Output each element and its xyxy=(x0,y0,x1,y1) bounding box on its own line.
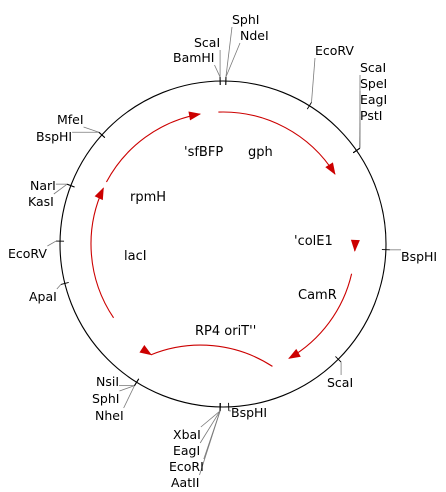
feature-arc-rp4-orit xyxy=(150,344,273,367)
site-label-nsii: NsiI xyxy=(96,374,119,389)
feature-arcs xyxy=(90,111,360,367)
feature-arc-unlabeled xyxy=(105,113,201,183)
restriction-site-labels: SphI NdeI ScaI BamHI EcoRV ScaI SpeI Eag… xyxy=(8,12,437,490)
site-label-nari: NarI xyxy=(30,178,56,193)
site-label-ecorv-right: EcoRV xyxy=(315,43,354,58)
site-leader-aatii-15 xyxy=(199,410,221,476)
site-label-scai-bottom: ScaI xyxy=(327,375,353,390)
site-label-sphi-top: SphI xyxy=(232,12,259,27)
site-leader-eagi-13 xyxy=(199,410,221,444)
feature-label-gph: gph xyxy=(248,145,273,160)
feature-arrowhead-cole1 xyxy=(350,239,360,252)
site-leader-kasi-22 xyxy=(53,183,68,195)
feature-arc-camr xyxy=(288,273,353,359)
site-leader-ecorv-4 xyxy=(311,57,316,103)
site-leader-sphi-17 xyxy=(119,385,135,392)
site-tick-bsphi-24 xyxy=(98,131,106,138)
feature-arrowhead-unlabeled xyxy=(188,111,202,121)
site-label-ecorv-left: EcoRV xyxy=(8,246,47,261)
site-leader-xbai-12 xyxy=(200,410,221,428)
site-leader-ndei-1 xyxy=(225,42,241,78)
site-label-spei: SpeI xyxy=(360,76,387,91)
feature-arc-laci xyxy=(90,187,115,319)
site-label-ecori: EcoRI xyxy=(169,459,204,474)
site-label-bamhi: BamHI xyxy=(173,50,215,65)
site-label-bsphi-bottom: BspHI xyxy=(231,405,267,420)
feature-label-rp4-orit: RP4 oriT'' xyxy=(195,324,256,339)
site-label-apai: ApaI xyxy=(29,289,57,304)
feature-label-laci: lacI xyxy=(124,249,147,264)
feature-label-sfbfp: 'sfBFP xyxy=(184,145,223,160)
plasmid-backbone-circle xyxy=(59,80,387,408)
feature-label-rpmh: rpmH xyxy=(130,190,166,205)
site-label-bsphi-right: BspHI xyxy=(401,249,437,264)
site-leader-apai-19 xyxy=(56,284,62,290)
site-leader-nhei-18 xyxy=(123,385,135,409)
site-label-psti: PstI xyxy=(360,108,382,123)
site-label-bsphi-left: BspHI xyxy=(36,129,72,144)
feature-arrowhead-sfbfp xyxy=(325,162,336,175)
site-label-scai-right: ScaI xyxy=(360,60,386,75)
feature-label-cole1: 'colE1 xyxy=(294,234,333,249)
site-leader-lines xyxy=(47,26,401,476)
site-tick-kasi-22 xyxy=(66,183,75,188)
site-label-xbai: XbaI xyxy=(173,427,201,442)
site-label-mfei: MfeI xyxy=(57,112,84,127)
site-leader-sphi-0 xyxy=(225,26,233,78)
site-label-eagi-right: EagI xyxy=(360,92,387,107)
feature-arrowhead-rp4-orit xyxy=(139,344,152,356)
feature-arrowhead-laci xyxy=(94,187,104,201)
feature-arc-sfbfp xyxy=(218,111,336,175)
site-label-ndei: NdeI xyxy=(240,28,269,43)
site-tick-psti-8 xyxy=(352,147,361,154)
site-tick-nhei-18 xyxy=(134,378,140,386)
site-label-sphi-left: SphI xyxy=(92,391,119,406)
site-label-eagi-bottom: EagI xyxy=(173,443,200,458)
site-label-kasi: KasI xyxy=(28,194,54,209)
feature-label-camr: CamR xyxy=(298,288,337,303)
site-label-aatii: AatII xyxy=(171,475,200,490)
site-label-nhei: NheI xyxy=(95,408,124,423)
site-leader-bamhi-3 xyxy=(214,64,221,78)
site-tick-apai-19 xyxy=(60,282,69,285)
site-tick-scai-10 xyxy=(335,356,342,363)
feature-arrowhead-camr xyxy=(288,348,301,359)
site-leader-ecorv-20 xyxy=(47,240,57,247)
site-tick-ecorv-4 xyxy=(306,102,312,110)
site-label-scai-top: ScaI xyxy=(194,35,220,50)
site-leader-mfei-23 xyxy=(83,126,100,133)
feature-labels: 'sfBFP gph 'colE1 CamR RP4 oriT'' lacI r… xyxy=(124,145,337,339)
site-ticks xyxy=(56,77,390,411)
